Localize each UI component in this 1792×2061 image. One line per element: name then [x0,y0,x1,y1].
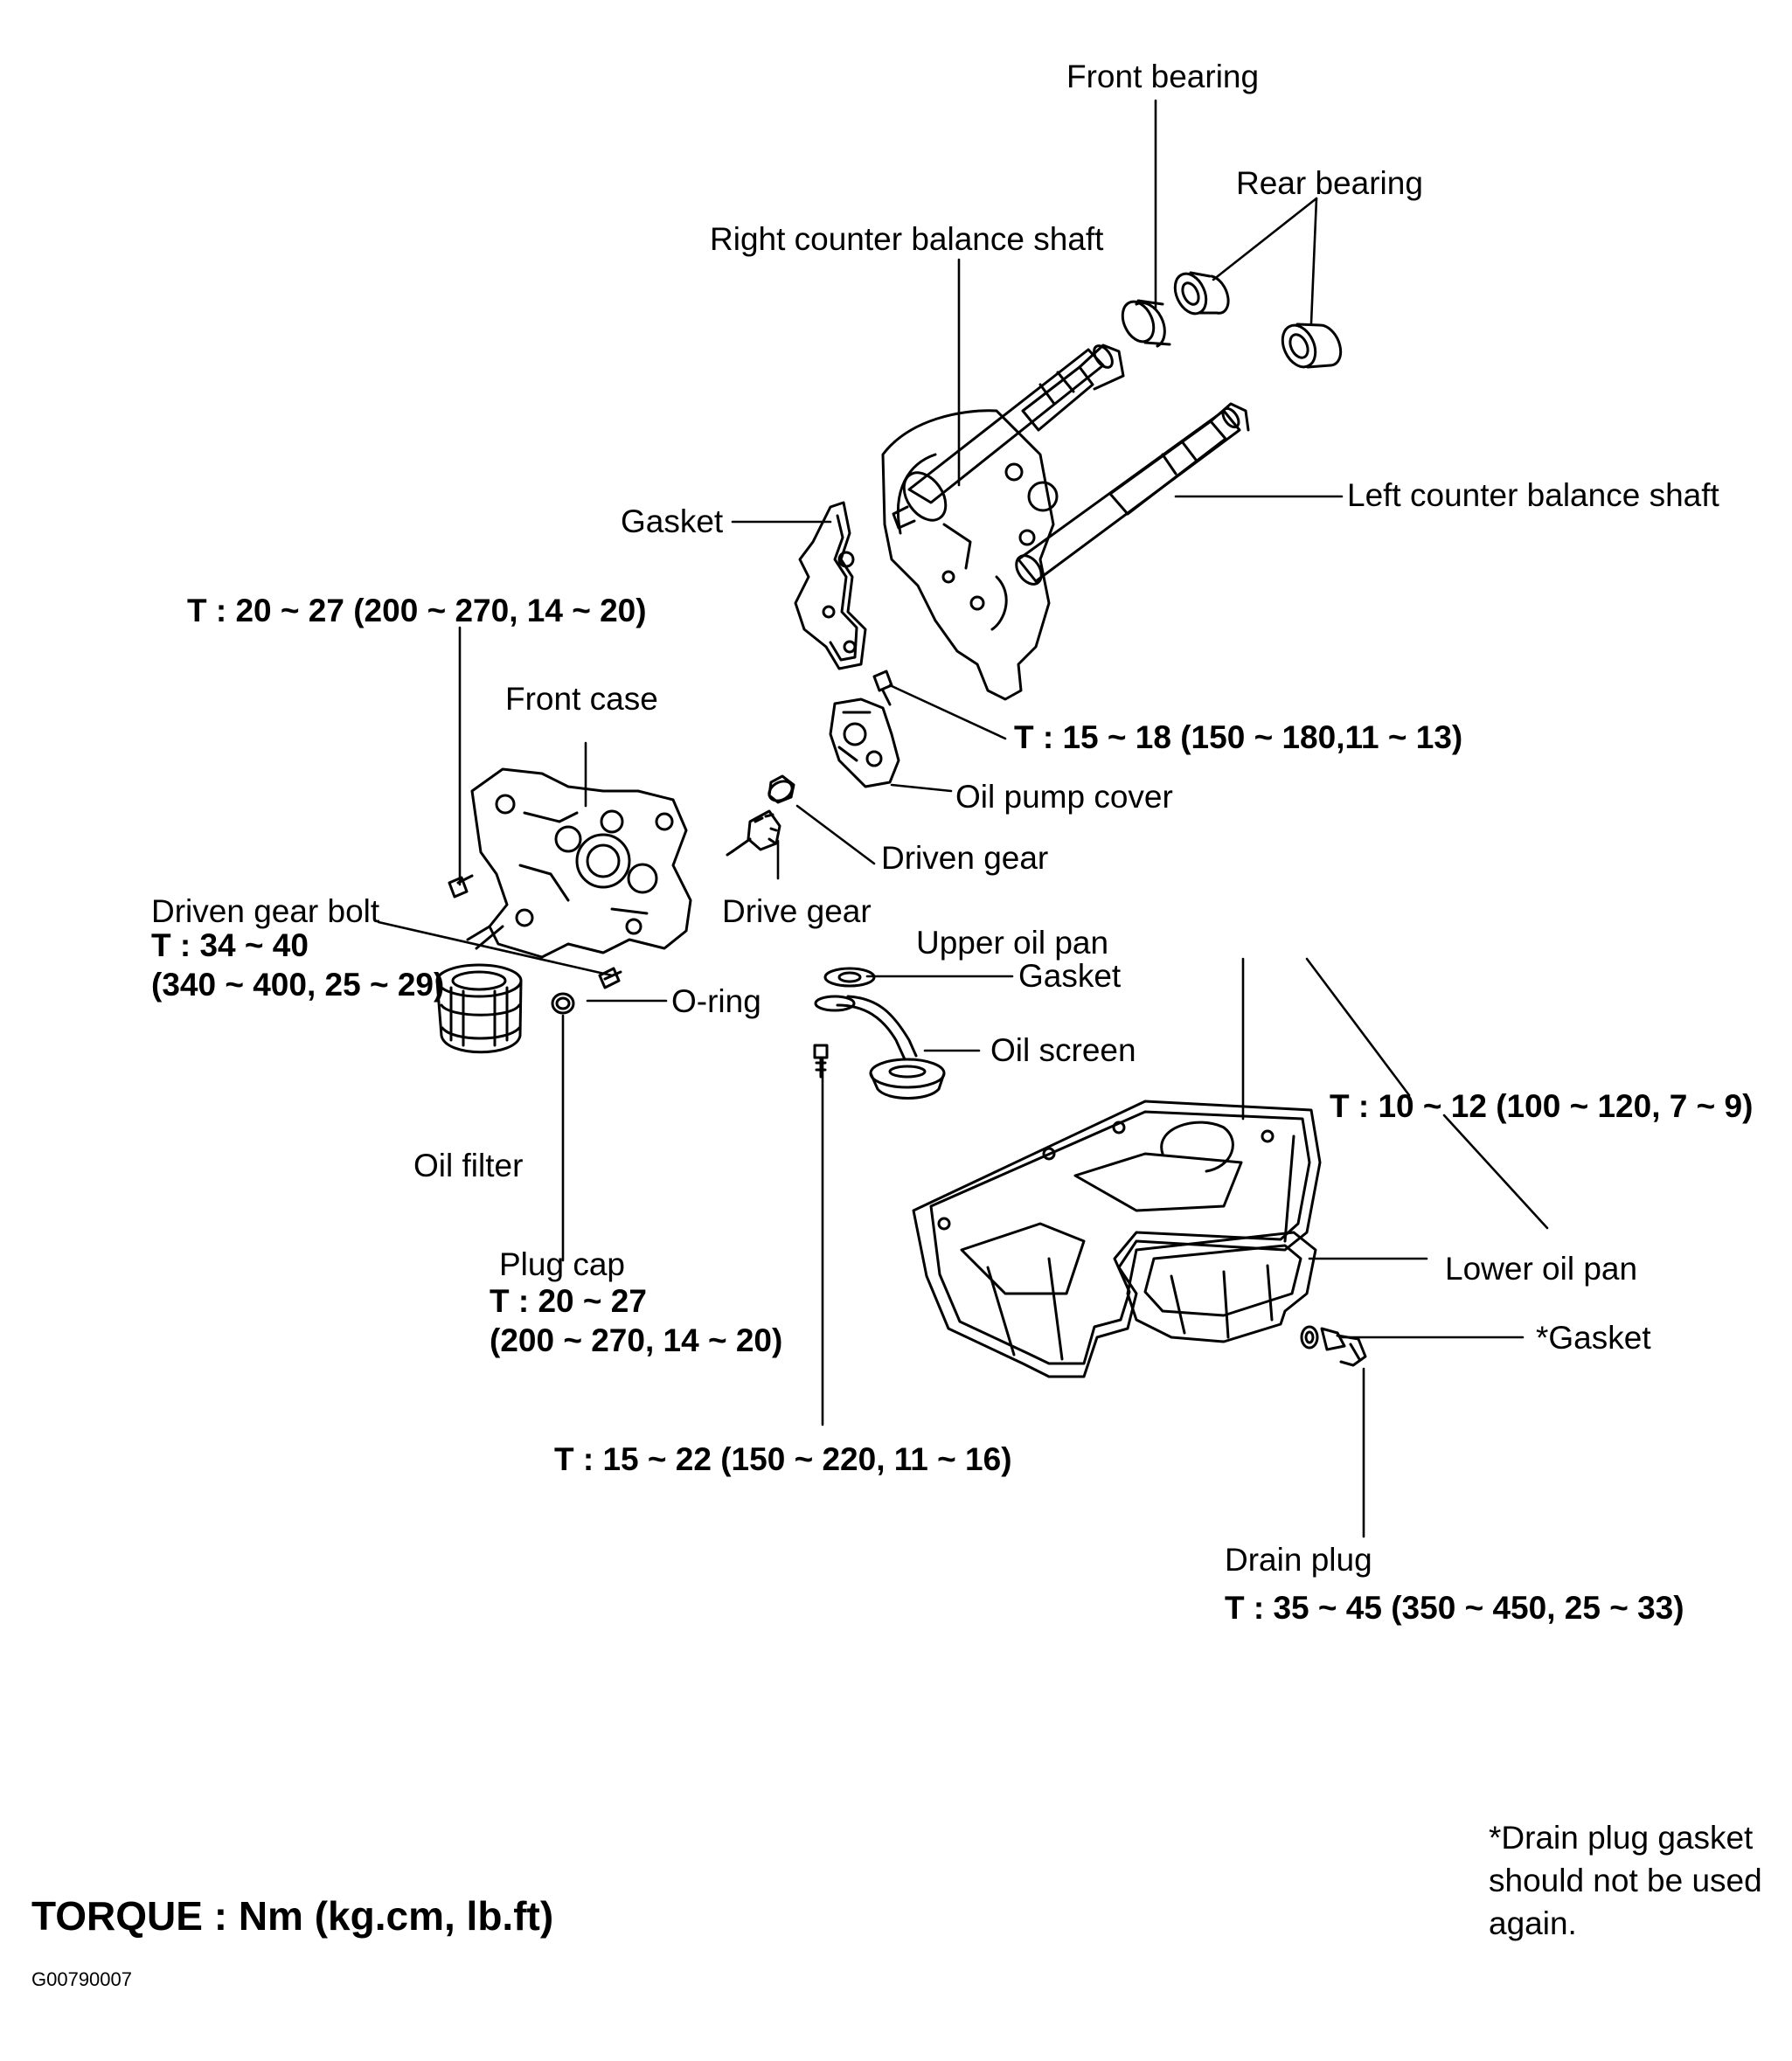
label-oil-screen: Oil screen [990,1032,1136,1068]
note-line-3: again. [1489,1905,1577,1941]
figure-code: G00790007 [31,1968,132,1990]
label-drain-plug-torque: T : 35 ~ 45 (350 ~ 450, 25 ~ 33) [1225,1590,1684,1626]
label-front-bearing: Front bearing [1066,59,1260,94]
label-plug-cap: Plug cap [499,1246,625,1282]
label-front-case: Front case [505,681,658,717]
label-upper-oil-pan: Upper oil pan [916,925,1109,961]
rear-bearing-shape-lower [1281,323,1343,369]
label-drive-gear: Drive gear [722,893,872,929]
label-oil-filter: Oil filter [413,1148,524,1183]
lower-oil-pan-shape [1126,1231,1317,1343]
label-right-counter-balance-shaft: Right counter balance shaft [710,221,1104,257]
front-bearing-shape [1121,299,1171,348]
label-plug-cap-torque-values: (200 ~ 270, 14 ~ 20) [490,1322,783,1358]
front-case-shape [466,767,692,959]
front-gasket-shape [794,501,867,670]
left-counter-balance-shaft-shape [1015,402,1250,586]
note-line-1: *Drain plug gasket [1489,1820,1754,1856]
label-torque-pump-cover: T : 15 ~ 18 (150 ~ 180,11 ~ 13) [1014,719,1463,755]
oil-pump-cover-bolt-shape [872,670,893,706]
label-gasket-drain: *Gasket [1536,1320,1651,1356]
label-driven-gear-bolt-torque-values: (340 ~ 400, 25 ~ 29) [151,967,445,1003]
label-torque-screen-bolt: T : 15 ~ 22 (150 ~ 220, 11 ~ 16) [554,1441,1012,1477]
front-case-bolt-shape [448,874,474,899]
label-rear-bearing: Rear bearing [1236,165,1423,201]
label-driven-gear-bolt: Driven gear bolt [151,893,380,929]
label-drain-plug: Drain plug [1225,1542,1372,1578]
o-ring-shape [551,992,575,1015]
label-torque-front-case-bolt: T : 20 ~ 27 (200 ~ 270, 14 ~ 20) [187,593,647,628]
timing-front-case-shape [881,409,1059,701]
right-counter-balance-shaft-shape [892,344,1125,530]
label-oil-pump-cover: Oil pump cover [955,779,1173,815]
drain-plug-gasket-note: *Drain plug gasket should not be used ag… [1489,1816,1762,1945]
screen-bolt-shape [813,1044,829,1079]
label-driven-gear: Driven gear [881,840,1049,876]
torque-units-heading: TORQUE : Nm (kg.cm, lb.ft) [31,1893,554,1939]
label-gasket-top: Gasket [621,503,724,539]
label-lower-oil-pan: Lower oil pan [1445,1251,1638,1287]
label-plug-cap-torque: T : 20 ~ 27 [490,1283,647,1319]
note-line-2: should not be used [1489,1863,1762,1898]
drive-gear-shape [726,809,781,857]
drain-plug-shape [1320,1327,1367,1367]
screen-gasket-shape [823,967,876,988]
label-o-ring: O-ring [671,983,761,1019]
driven-gear-shape [768,774,795,804]
label-gasket-screen: Gasket [1018,958,1122,994]
oil-filter-shape [435,963,523,1054]
label-driven-gear-bolt-torque: T : 34 ~ 40 [151,927,309,963]
oil-screen-shape [814,995,946,1100]
rear-bearing-shape-upper [1173,271,1230,316]
upper-oil-pan-shape [912,1100,1322,1378]
label-torque-oil-pan: T : 10 ~ 12 (100 ~ 120, 7 ~ 9) [1330,1088,1754,1124]
oil-pump-cover-shape [829,697,900,788]
driven-gear-bolt-shape [598,967,622,989]
leader-lines [377,99,1549,1538]
label-left-counter-balance-shaft: Left counter balance shaft [1347,477,1719,513]
drain-gasket-shape [1300,1325,1319,1350]
